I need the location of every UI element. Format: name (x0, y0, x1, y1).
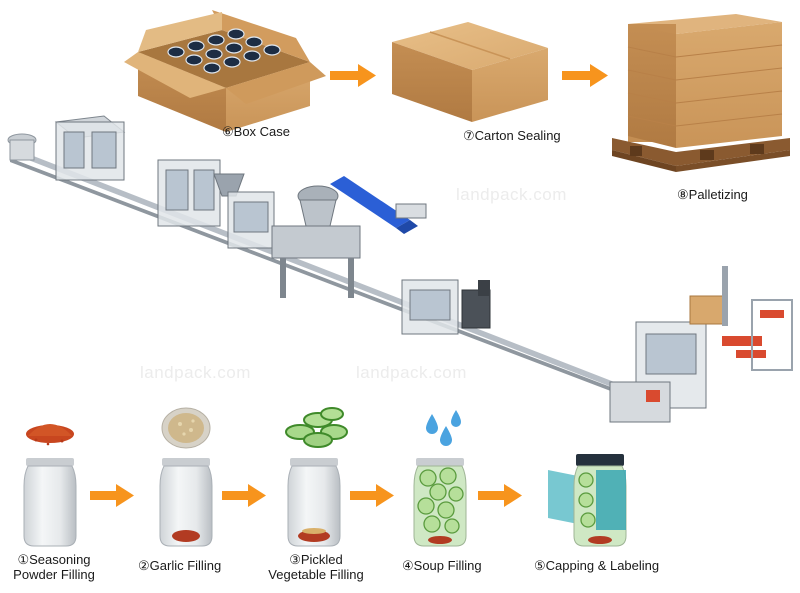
arrow-step1-to-step2 (90, 484, 134, 507)
sealed-carton-icon (392, 22, 548, 122)
open-box-icon (124, 10, 326, 132)
pallet-stack-icon (612, 14, 790, 172)
water-drops-icon (426, 410, 461, 446)
watermark-3: landpack.com (356, 363, 467, 382)
carton-sealing-label: ⑦Carton Sealing (463, 128, 561, 143)
garlic-paste-icon (161, 407, 211, 449)
seasoning-powder-filling-label: ①Seasoning Powder Filling (13, 552, 95, 582)
jar-with-seasoning (159, 458, 213, 547)
arrow-carton-to-pallet (562, 64, 608, 87)
arrow-step2-to-step3 (222, 484, 266, 507)
jar-with-garlic (287, 458, 341, 547)
watermark-1: landpack.com (456, 185, 567, 204)
watermark-2: landpack.com (140, 363, 251, 382)
capping-labeling-label: ⑤Capping & Labeling (534, 558, 660, 573)
cucumber-slices-icon (285, 407, 348, 448)
labeled-jar-icon (548, 454, 627, 547)
arrow-box-to-carton (330, 64, 376, 87)
arrow-step3-to-step4 (350, 484, 394, 507)
garlic-filling-label: ②Garlic Filling (138, 558, 222, 573)
seasoning-powder-icon (26, 424, 74, 446)
empty-jar-1 (23, 458, 77, 547)
soup-filling-label: ④Soup Filling (402, 558, 482, 573)
jar-with-cucumbers (413, 458, 467, 547)
box-case-label: ⑥Box Case (222, 124, 291, 139)
palletizing-label: ⑧Palletizing (677, 187, 748, 202)
arrow-step4-to-step5 (478, 484, 522, 507)
production-line-machinery (7, 115, 793, 423)
pickled-vegetable-filling-label: ③Pickled Vegetable Filling (268, 552, 364, 582)
